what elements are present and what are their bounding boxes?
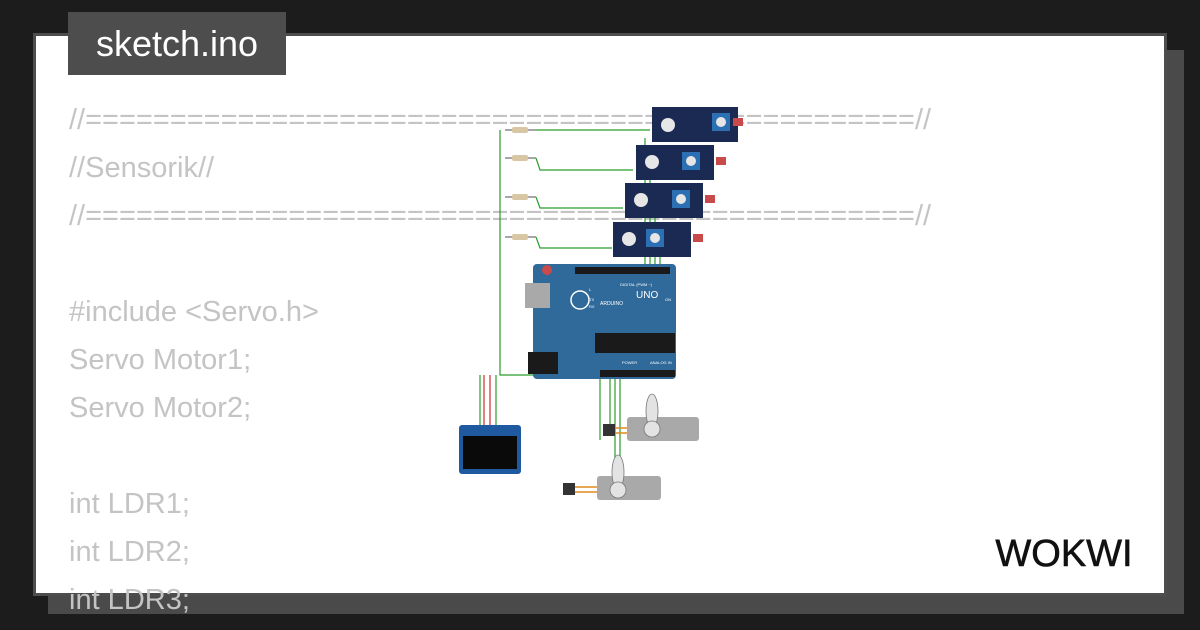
board-on-label: ON	[665, 297, 671, 302]
code-preview: //======================================…	[69, 96, 931, 624]
board-rx-label: RX	[589, 304, 595, 309]
resistor	[512, 194, 528, 200]
resistor	[512, 155, 528, 161]
code-line: Servo Motor1;	[69, 344, 252, 376]
arduino-uno-board: UNO ARDUINO DIGITAL (PWM ~) POWER ANALOG…	[525, 264, 676, 379]
resistors	[505, 127, 536, 240]
resistor	[512, 234, 528, 240]
wokwi-logo: WOKWI	[995, 533, 1133, 576]
code-line: //Sensorik//	[69, 152, 215, 184]
ldr-sensor-module	[613, 222, 703, 257]
board-brand-text: ARDUINO	[600, 301, 623, 307]
servo-motor	[563, 454, 661, 500]
ldr-sensor-module	[652, 107, 743, 142]
ldr-sensor-module	[636, 145, 726, 180]
code-line: int LDR2;	[69, 536, 190, 568]
oled-display	[459, 375, 521, 474]
circuit-diagram: UNO ARDUINO DIGITAL (PWM ~) POWER ANALOG…	[459, 107, 743, 500]
board-power-label: POWER	[622, 360, 637, 365]
board-logo-text: UNO	[636, 290, 658, 301]
filename-tab: sketch.ino	[68, 12, 286, 75]
board-digital-label: DIGITAL (PWM ~)	[620, 282, 653, 287]
code-line: Servo Motor2;	[69, 392, 252, 424]
code-line: #include <Servo.h>	[69, 296, 319, 328]
code-line: int LDR3;	[69, 584, 190, 616]
ldr-sensor-module	[625, 183, 715, 218]
board-analog-label: ANALOG IN	[650, 360, 672, 365]
code-line: int LDR1;	[69, 488, 190, 520]
board-tx-label: TX	[589, 297, 594, 302]
board-l-label: L	[589, 287, 592, 292]
svg-text:WOKWI: WOKWI	[995, 533, 1132, 575]
servo-motor	[603, 393, 699, 441]
resistor	[512, 127, 528, 133]
